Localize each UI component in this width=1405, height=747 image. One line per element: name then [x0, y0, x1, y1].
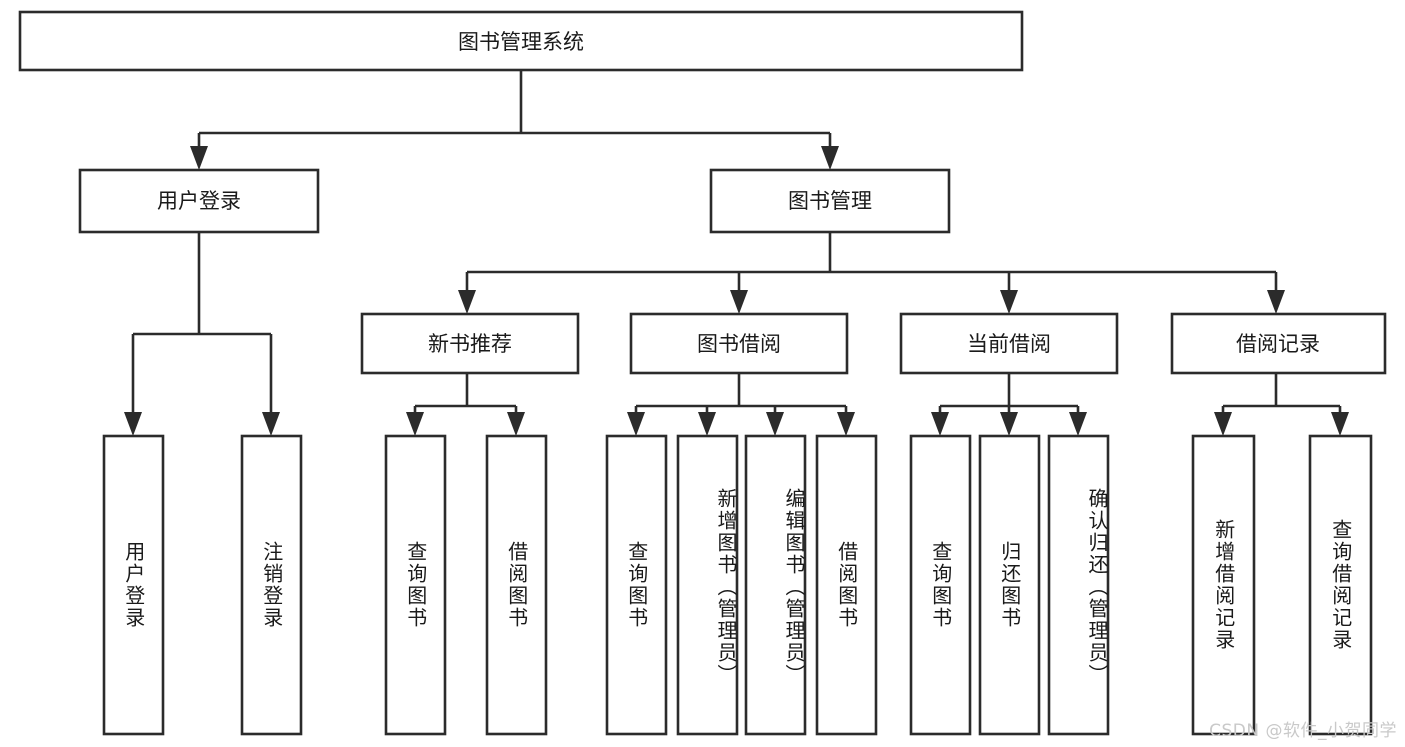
arrowhead-new-book-recommend	[458, 290, 476, 314]
arrowhead-current-leaf-2	[1000, 412, 1018, 436]
node-book-borrow-label: 图书借阅	[697, 332, 781, 356]
leaf-current-borrow-2[interactable]	[978, 434, 1041, 736]
node-current-borrow-label: 当前借阅	[967, 332, 1051, 356]
node-borrow-record[interactable]	[1170, 312, 1387, 375]
node-book-borrow[interactable]	[629, 312, 849, 375]
arrowhead-current-borrow	[1000, 290, 1018, 314]
leaf-user-login-1[interactable]	[102, 434, 165, 736]
node-root[interactable]	[18, 10, 1024, 72]
node-new-book-recommend[interactable]	[360, 312, 580, 375]
node-book-management-label: 图书管理	[788, 189, 872, 213]
arrowhead-leaf-logout	[262, 412, 280, 436]
node-borrow-record-label: 借阅记录	[1236, 332, 1320, 356]
leaf-borrow-record-2[interactable]	[1308, 434, 1373, 736]
arrowhead-borrow-leaf-2	[698, 412, 716, 436]
leaf-current-borrow-3[interactable]	[1047, 434, 1110, 736]
arrowhead-current-leaf-3	[1069, 412, 1087, 436]
leaf-recommend-1[interactable]	[384, 434, 447, 736]
leaf-borrow-record-1[interactable]	[1191, 434, 1256, 736]
node-new-book-recommend-label: 新书推荐	[428, 332, 512, 356]
node-user-login-label: 用户登录	[157, 189, 241, 213]
leaf-user-login-2[interactable]	[240, 434, 303, 736]
connector-layer	[124, 70, 1349, 436]
watermark-text: CSDN @软件_小贺同学	[1209, 721, 1397, 741]
arrowhead-record-leaf-2	[1331, 412, 1349, 436]
arrowhead-book-borrow	[730, 290, 748, 314]
node-user-login[interactable]	[78, 168, 320, 234]
arrowhead-recommend-leaf-2	[507, 412, 525, 436]
arrowhead-borrow-record	[1267, 290, 1285, 314]
leaf-book-borrow-2[interactable]	[676, 434, 739, 736]
arrowhead-borrow-leaf-4	[837, 412, 855, 436]
arrowhead-record-leaf-1	[1214, 412, 1232, 436]
arrowhead-leaf-user-login	[124, 412, 142, 436]
node-book-management[interactable]	[709, 168, 951, 234]
leaf-recommend-2[interactable]	[485, 434, 548, 736]
leaf-book-borrow-3[interactable]	[744, 434, 807, 736]
leaf-book-borrow-4[interactable]	[815, 434, 878, 736]
arrowhead-book-mgmt	[821, 146, 839, 170]
leaf-book-borrow-1[interactable]	[605, 434, 668, 736]
node-root-label: 图书管理系统	[458, 30, 584, 54]
arrowhead-current-leaf-1	[931, 412, 949, 436]
arrowhead-recommend-leaf-1	[406, 412, 424, 436]
leaf-current-borrow-1[interactable]	[909, 434, 972, 736]
arrowhead-borrow-leaf-1	[627, 412, 645, 436]
node-layer: 图书管理系统 用户登录 图书管理 新书推荐 图书借阅 当前借阅 借阅记录	[18, 10, 1387, 736]
arrowhead-borrow-leaf-3	[766, 412, 784, 436]
arrowhead-user-login	[190, 146, 208, 170]
node-current-borrow[interactable]	[899, 312, 1119, 375]
